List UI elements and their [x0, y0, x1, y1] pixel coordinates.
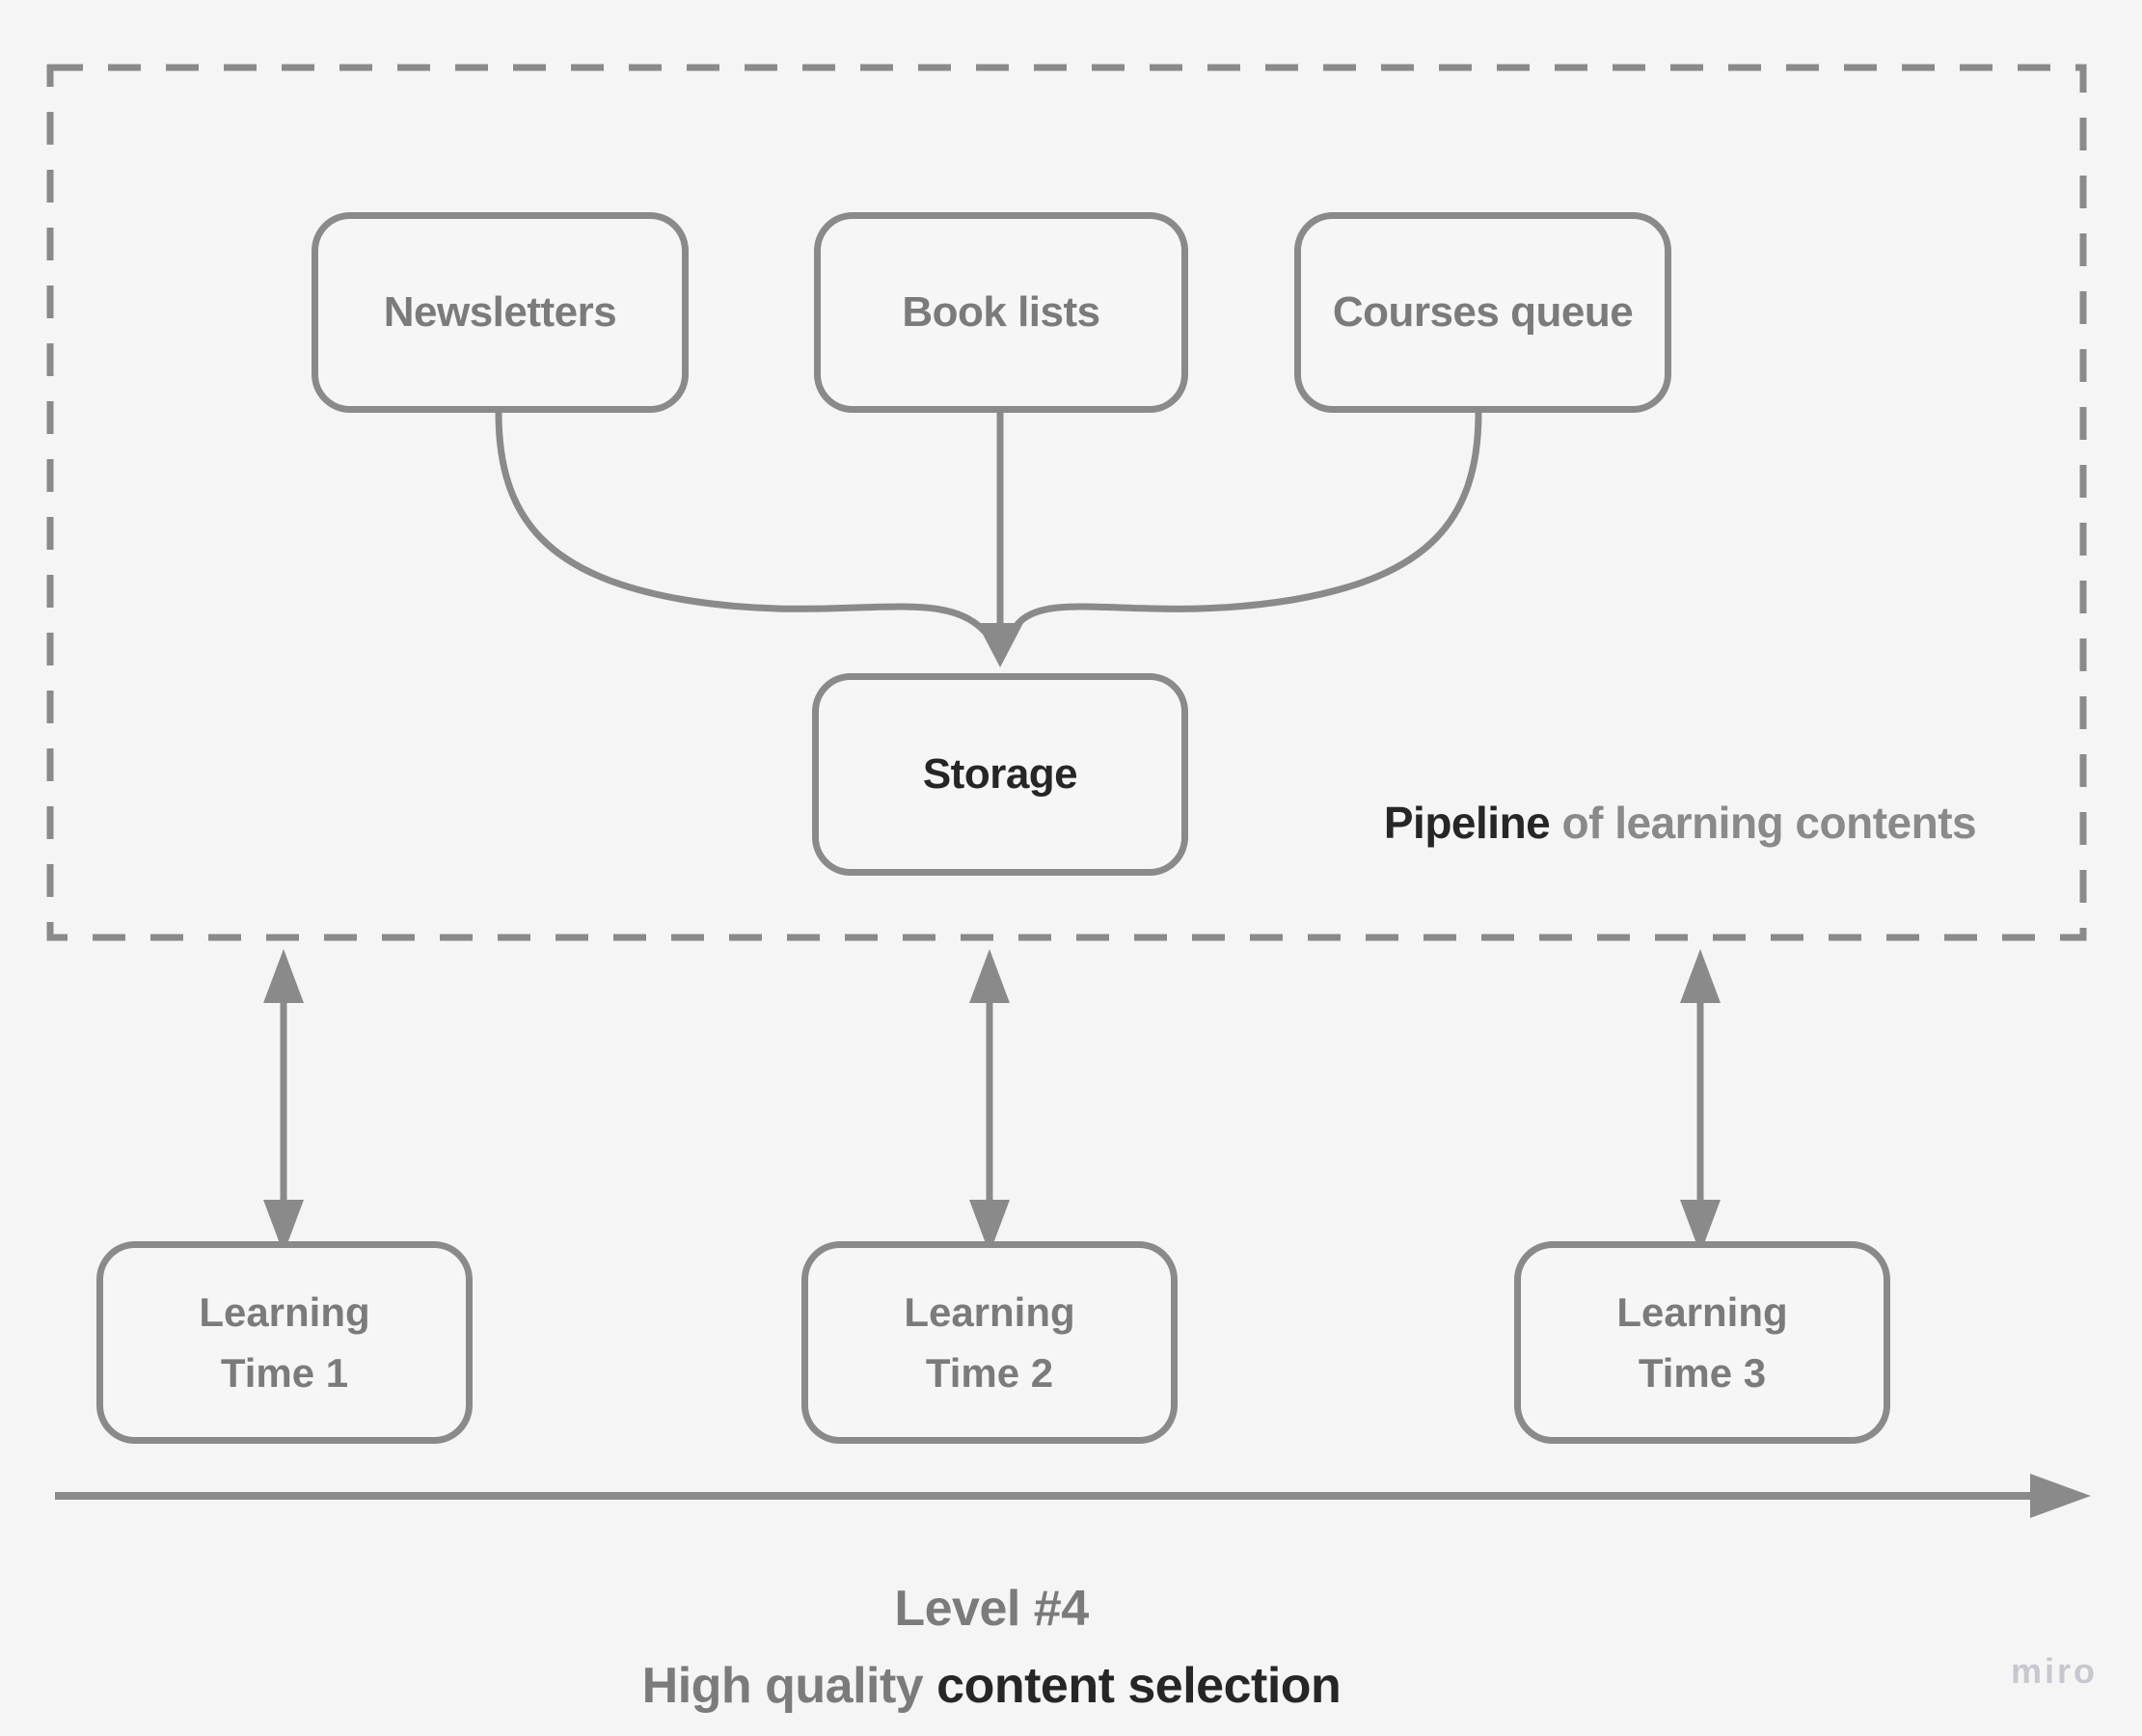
- footer-level-label: Level #4: [894, 1581, 1089, 1637]
- node-newsletters[interactable]: Newsletters: [312, 212, 689, 413]
- storage-arrowhead-icon: [977, 623, 1023, 667]
- double-arrow-2: [969, 949, 1010, 1254]
- learning-time-1-line1: Learning: [199, 1289, 370, 1335]
- node-learning-time-3[interactable]: Learning Time 3: [1514, 1241, 1890, 1444]
- timeline-arrowhead-icon: [2030, 1474, 2091, 1518]
- node-courses-queue[interactable]: Courses queue: [1294, 212, 1671, 413]
- double-arrow-1: [263, 949, 304, 1254]
- node-learning-time-3-label: Learning Time 3: [1616, 1282, 1787, 1403]
- miro-watermark: miro: [2010, 1651, 2098, 1691]
- footer-quality-line: High quality content selection: [0, 1647, 1983, 1724]
- footer-quality-dark: content selection: [936, 1658, 1342, 1714]
- connector-newsletters-storage: [495, 412, 993, 641]
- node-storage-label: Storage: [922, 750, 1078, 798]
- timeline-arrow: [55, 1474, 2091, 1518]
- node-book-lists[interactable]: Book lists: [814, 212, 1188, 413]
- node-courses-queue-label: Courses queue: [1332, 288, 1634, 336]
- learning-time-2-line2: Time 2: [925, 1350, 1054, 1396]
- double-arrow-2-down-head-icon: [969, 1200, 1010, 1254]
- double-arrow-1-down-head-icon: [263, 1200, 304, 1254]
- node-newsletters-label: Newsletters: [383, 288, 617, 336]
- double-arrow-3-up-head-icon: [1680, 949, 1721, 1003]
- double-arrow-3-down-head-icon: [1680, 1200, 1721, 1254]
- node-storage[interactable]: Storage: [812, 673, 1188, 876]
- node-book-lists-label: Book lists: [902, 288, 1100, 336]
- double-arrow-2-up-head-icon: [969, 949, 1010, 1003]
- pipeline-caption: Pipeline of learning contents: [1342, 793, 2018, 853]
- pipeline-caption-rest: of learning contents: [1550, 798, 1977, 848]
- learning-time-3-line2: Time 3: [1638, 1350, 1767, 1396]
- pipeline-caption-bold: Pipeline: [1383, 798, 1551, 848]
- node-learning-time-1[interactable]: Learning Time 1: [96, 1241, 473, 1444]
- learning-time-3-line1: Learning: [1616, 1289, 1788, 1335]
- double-arrow-3: [1680, 949, 1721, 1254]
- pipeline-boundary: [46, 64, 2087, 941]
- double-arrow-1-up-head-icon: [263, 949, 304, 1003]
- footer-quality-gray: High quality: [641, 1658, 937, 1714]
- node-learning-time-1-label: Learning Time 1: [199, 1282, 369, 1403]
- node-learning-time-2-label: Learning Time 2: [904, 1282, 1074, 1403]
- footer-caption: Level #4 High quality content selection: [0, 1570, 1983, 1724]
- footer-level-line: Level #4: [0, 1570, 1983, 1647]
- learning-time-2-line1: Learning: [904, 1289, 1075, 1335]
- learning-time-1-line2: Time 1: [220, 1350, 349, 1396]
- node-learning-time-2[interactable]: Learning Time 2: [801, 1241, 1178, 1444]
- connector-coursesqueue-storage: [1006, 412, 1482, 640]
